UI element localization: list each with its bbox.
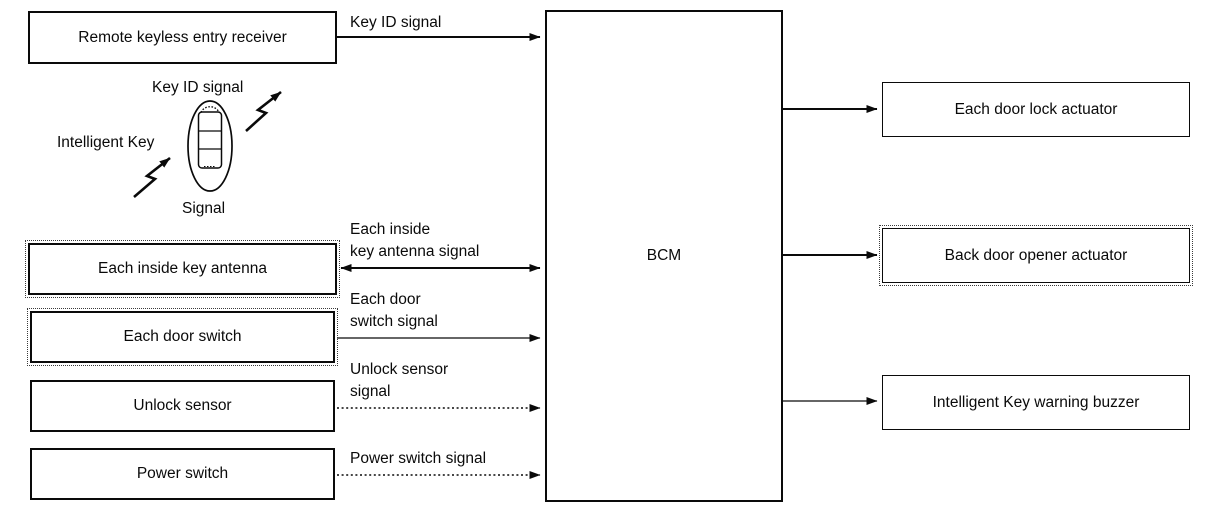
label-door-switch-signal: Each door switch signal (350, 289, 438, 333)
signal-zigzag-bottom-left-icon (133, 156, 171, 198)
node-unlock-sensor: Unlock sensor (30, 380, 335, 432)
node-bcm: BCM (545, 10, 783, 502)
label-line: Unlock sensor (350, 361, 449, 378)
node-each-door-lock-actuator: Each door lock actuator (882, 82, 1190, 137)
node-remote-keyless-entry-receiver: Remote keyless entry receiver (28, 11, 337, 64)
intelligent-key-icon (133, 90, 282, 198)
node-power-switch: Power switch (30, 448, 335, 500)
node-each-door-switch: Each door switch (27, 308, 338, 366)
label-key-id-signal-arrow: Key ID signal (350, 14, 442, 31)
label-line: key antenna signal (350, 243, 480, 260)
label-power-switch-signal: Power switch signal (350, 450, 487, 467)
label-line: switch signal (350, 313, 438, 330)
label-line: Each inside (350, 221, 431, 238)
label-intelligent-key: Intelligent Key (57, 134, 155, 151)
label-line: signal (350, 383, 391, 400)
label-key-id-signal-fob: Key ID signal (152, 79, 244, 96)
node-each-inside-key-antenna: Each inside key antenna (25, 240, 340, 298)
label-signal: Signal (182, 200, 226, 217)
label-line: Each door (350, 291, 421, 308)
label-unlock-sensor-signal: Unlock sensor signal (350, 359, 448, 403)
signal-zigzag-top-right-icon (245, 90, 282, 132)
node-intelligent-key-warning-buzzer: Intelligent Key warning buzzer (882, 375, 1190, 430)
node-back-door-opener-actuator: Back door opener actuator (879, 225, 1193, 286)
label-inside-key-antenna-signal: Each inside key antenna signal (350, 219, 479, 263)
